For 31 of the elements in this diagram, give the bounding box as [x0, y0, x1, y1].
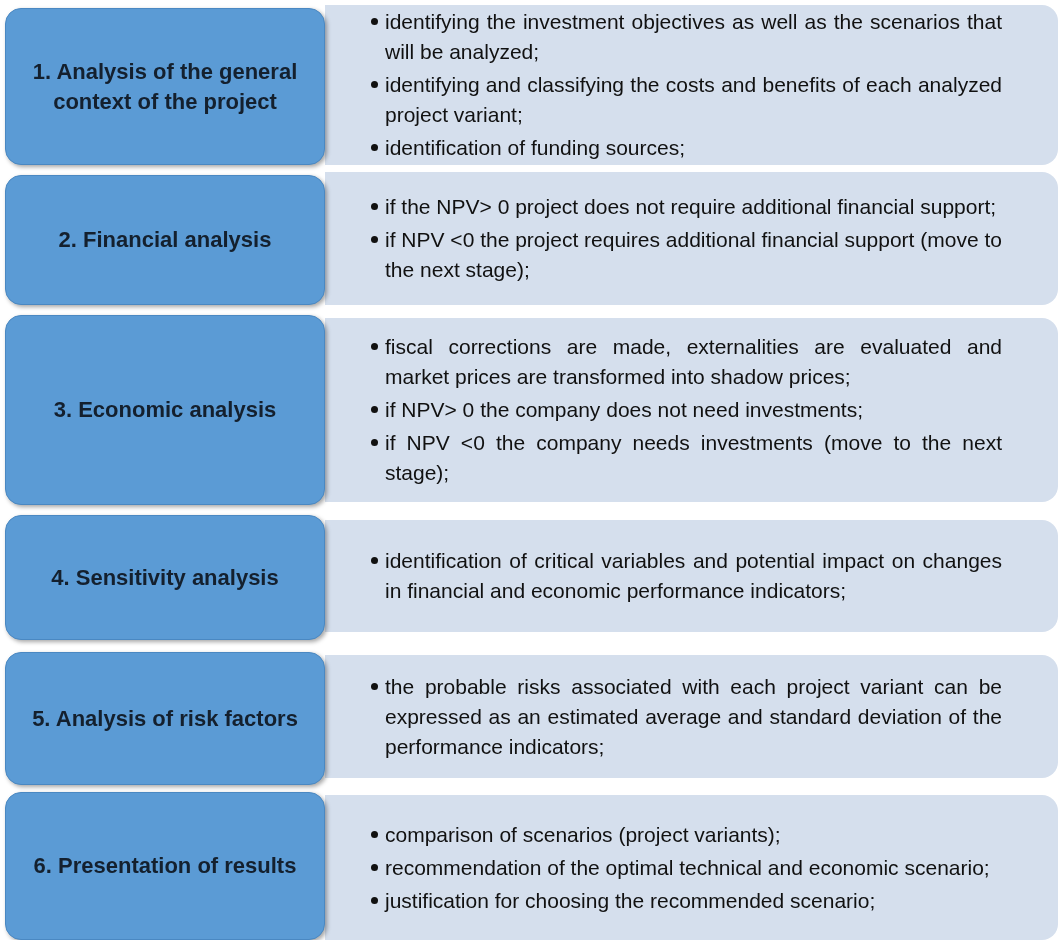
- bullet-text: fiscal corrections are made, externalities are evaluated and market prices are transformed into shadow prices;: [371, 332, 1002, 392]
- bullet-text: identification of critical variables and potential impact on changes in financial and economic performance indicators;: [371, 546, 1002, 606]
- description-panel: [325, 655, 1058, 778]
- bullet-text: justification for choosing the recommended scenario;: [371, 885, 1002, 916]
- bullet-text: if NPV <0 the project requires additional financial support (move to the next stage);: [371, 225, 1002, 285]
- stage-box: [5, 515, 325, 640]
- stage-box: [5, 792, 325, 940]
- description-panel: [325, 795, 1058, 940]
- stage-box: [5, 652, 325, 785]
- bullet-text: if NPV> 0 the company does not need investments;: [371, 395, 1002, 425]
- stage-title: 1. Analysis of the general context of the project: [31, 57, 299, 116]
- description-panel: [325, 5, 1058, 165]
- bullet-text: if NPV <0 the company needs investments (move to the next stage);: [371, 428, 1002, 488]
- description-panel: [325, 172, 1058, 305]
- stage-title: 6. Presentation of results: [33, 852, 297, 880]
- bullet-text: identification of funding sources;: [371, 133, 1002, 163]
- stage-title: 4. Sensitivity analysis: [51, 563, 279, 592]
- description-panel: [325, 520, 1058, 632]
- bullet-text: identifying the investment objectives as well as the scenarios that will be analyzed;: [371, 7, 1002, 67]
- bullet-text: if the NPV> 0 project does not require additional financial support;: [371, 192, 1002, 222]
- stage-box: [5, 8, 325, 165]
- description-panel: [325, 318, 1058, 502]
- bullet-text: identifying and classifying the costs and benefits of each analyzed project variant;: [371, 70, 1002, 130]
- stage-box: [5, 315, 325, 505]
- bullet-text: the probable risks associated with each project variant can be expressed as an estimated average and standard deviation of the performance indicators;: [371, 671, 1002, 762]
- bullet-text: recommendation of the optimal technical and economic scenario;: [371, 852, 1002, 883]
- stage-title: 3. Economic analysis: [53, 396, 277, 424]
- stage-title: 2. Financial analysis: [58, 226, 272, 254]
- bullet-text: comparison of scenarios (project variants);: [371, 819, 1002, 850]
- stage-box: [5, 175, 325, 305]
- stage-title: 5. Analysis of risk factors: [32, 704, 298, 733]
